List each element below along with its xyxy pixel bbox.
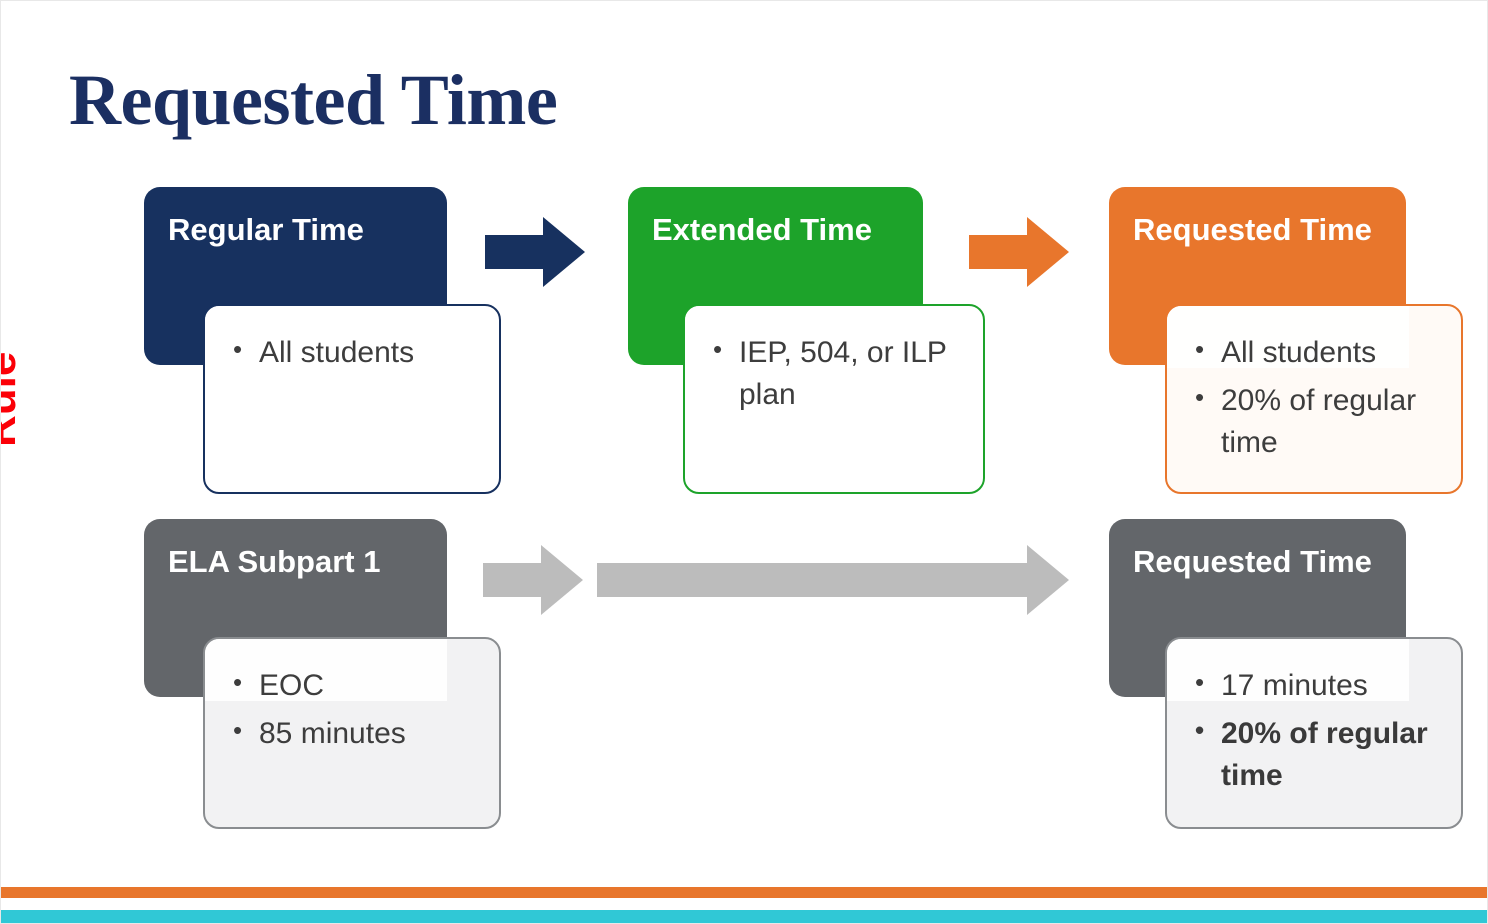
arrow-right-gray-long-icon — [597, 545, 1069, 615]
list-item: 20% of regular time — [1193, 379, 1441, 464]
list-item: All students — [231, 331, 479, 374]
row-label-rule: Rule — [0, 351, 25, 447]
list-item: EOC — [231, 664, 479, 707]
card-ela-subpart-1: EOC 85 minutes — [203, 637, 501, 829]
list-item: 85 minutes — [231, 712, 479, 755]
arrow-right-gray-short-icon — [483, 545, 583, 615]
arrow-right-navy-icon — [485, 217, 585, 287]
bullet-list: IEP, 504, or ILP plan — [711, 331, 963, 416]
list-item: 17 minutes — [1193, 664, 1441, 707]
card-requested-time-example: 17 minutes 20% of regular time — [1165, 637, 1463, 829]
bullet-list: EOC 85 minutes — [231, 664, 479, 755]
arrow-right-orange-icon — [969, 217, 1069, 287]
row-label-example: Example — [1, 798, 109, 923]
page-title: Requested Time — [69, 60, 558, 140]
bullet-list: 17 minutes 20% of regular time — [1193, 664, 1441, 797]
card-extended-time: IEP, 504, or ILP plan — [683, 304, 985, 494]
list-item: All students — [1193, 331, 1441, 374]
footer-bar-orange — [1, 887, 1487, 898]
card-regular-time: All students — [203, 304, 501, 494]
bullet-list: All students 20% of regular time — [1193, 331, 1441, 464]
card-requested-time-rule: All students 20% of regular time — [1165, 304, 1463, 494]
list-item: 20% of regular time — [1193, 712, 1441, 797]
list-item: IEP, 504, or ILP plan — [711, 331, 963, 416]
bullet-list: All students — [231, 331, 479, 374]
footer-bar-cyan — [1, 910, 1487, 923]
